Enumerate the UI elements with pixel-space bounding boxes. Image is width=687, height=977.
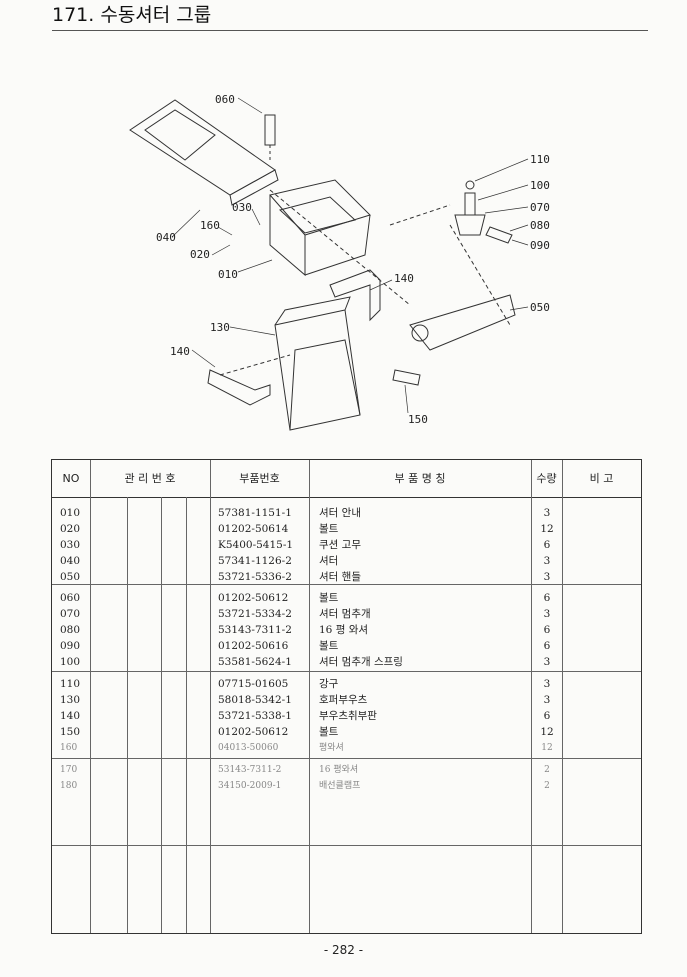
header-part-no: 부품번호: [239, 472, 280, 485]
cell-part-no: 53721-5336-2: [218, 571, 292, 583]
cell-part-no: 34150-2009-1: [218, 781, 282, 791]
page-title: 171. 수동셔터 그룹: [52, 4, 212, 26]
cell-part-no: 01202-50614: [218, 523, 289, 535]
cell-no: 110: [60, 678, 81, 690]
cell-part-name: 쿠션 고무: [319, 539, 361, 551]
cell-no: 180: [60, 781, 78, 791]
callout-090: 090: [530, 239, 550, 252]
cell-part-no: 53581-5624-1: [218, 656, 292, 668]
callout-140-lower: 140: [170, 345, 190, 358]
cell-no: 040: [60, 555, 81, 567]
cell-part-name: 볼트: [319, 640, 339, 652]
cell-part-no: 57381-1151-1: [218, 507, 292, 519]
exploded-parts-diagram: 060 110 100 070 080 090 030 160 040 020 …: [129, 93, 550, 431]
cell-no: 070: [60, 608, 81, 620]
cell-part-no: 57341-1126-2: [218, 555, 292, 567]
cell-part-name: 16 평와셔: [319, 765, 359, 775]
callout-020: 020: [190, 248, 210, 261]
cell-qty: 6: [543, 640, 551, 652]
header-mgmt: 관 리 번 호: [124, 472, 176, 485]
callout-160: 160: [200, 219, 220, 232]
cell-qty: 3: [543, 555, 551, 567]
callout-010: 010: [218, 268, 238, 281]
cell-no: 150: [60, 726, 81, 738]
cell-qty: 12: [540, 523, 554, 535]
cell-part-name: 16 평 와셔: [319, 624, 369, 636]
callout-100: 100: [530, 179, 550, 192]
cell-no: 010: [60, 507, 81, 519]
cell-part-name: 평와셔: [319, 743, 344, 753]
cell-no: 050: [60, 571, 81, 583]
cell-no: 130: [60, 694, 81, 706]
cell-part-no: 58018-5342-1: [218, 694, 292, 706]
cell-qty: 12: [540, 726, 554, 738]
callout-050: 050: [530, 301, 550, 314]
cell-part-name: 볼트: [319, 592, 339, 604]
cell-part-no: K5400-5415-1: [218, 539, 294, 551]
callout-080: 080: [530, 219, 550, 232]
cell-part-no: 53143-7311-2: [218, 624, 292, 636]
cell-qty: 3: [543, 608, 551, 620]
cell-qty: 3: [543, 507, 551, 519]
cell-qty: 3: [543, 656, 551, 668]
cell-part-name: 셔터: [319, 555, 339, 567]
page-number: - 282 -: [323, 943, 364, 957]
cell-part-name: 셔터 멈추개: [319, 608, 371, 620]
callout-060: 060: [215, 93, 235, 106]
callout-040: 040: [156, 231, 176, 244]
callout-150: 150: [408, 413, 428, 426]
header-remarks: 비 고: [589, 472, 614, 485]
cell-part-no: 01202-50616: [218, 640, 289, 652]
cell-part-no: 53721-5338-1: [218, 710, 292, 722]
cell-qty: 6: [543, 624, 551, 636]
header-qty: 수량: [536, 472, 557, 485]
cell-no: 090: [60, 640, 81, 652]
cell-part-name: 볼트: [319, 726, 339, 738]
cell-no: 100: [60, 656, 81, 668]
callout-140-upper: 140: [394, 272, 414, 285]
cell-part-name: 셔터 안내: [319, 507, 361, 519]
cell-qty: 6: [543, 592, 551, 604]
cell-qty: 12: [541, 743, 553, 753]
cell-qty: 2: [544, 781, 550, 791]
parts-table: NO 관 리 번 호 부품번호 부 품 명 칭 수량 비 고 010 57381-…: [51, 459, 642, 934]
cell-part-no: 04013-50060: [218, 743, 279, 753]
header-part-name: 부 품 명 칭: [394, 472, 446, 485]
cell-part-no: 01202-50612: [218, 726, 289, 738]
cell-part-name: 강구: [319, 678, 339, 690]
cell-part-no: 53721-5334-2: [218, 608, 292, 620]
callout-110: 110: [530, 153, 550, 166]
cell-no: 030: [60, 539, 81, 551]
cell-no: 020: [60, 523, 81, 535]
cell-qty: 3: [543, 571, 551, 583]
cell-part-no: 07715-01605: [218, 678, 289, 690]
cell-part-name: 볼트: [319, 523, 339, 535]
cell-qty: 6: [543, 539, 551, 551]
title-rule: [52, 30, 648, 31]
shutter-plate-shape: [129, 99, 276, 196]
cell-part-name: 호퍼부우츠: [319, 694, 368, 706]
cell-no: 060: [60, 592, 81, 604]
cell-qty: 2: [544, 765, 550, 775]
callout-030: 030: [232, 201, 252, 214]
cell-part-no: 01202-50612: [218, 592, 289, 604]
cell-no: 140: [60, 710, 81, 722]
cell-no: 170: [60, 765, 78, 775]
cell-qty: 6: [543, 710, 551, 722]
cell-qty: 3: [543, 678, 551, 690]
cell-part-no: 53143-7311-2: [218, 765, 282, 775]
cell-part-name: 배선클램프: [319, 781, 361, 791]
cell-part-name: 부우츠취부판: [319, 710, 377, 722]
cell-part-name: 셔터 핸들: [319, 571, 361, 583]
callout-130: 130: [210, 321, 230, 334]
cell-part-name: 셔터 멈추개 스프링: [319, 656, 403, 668]
cell-no: 080: [60, 624, 81, 636]
header-no: NO: [62, 472, 80, 485]
cell-qty: 3: [543, 694, 551, 706]
cell-no: 160: [60, 743, 78, 753]
callout-070: 070: [530, 201, 550, 214]
table-header: [52, 460, 641, 498]
